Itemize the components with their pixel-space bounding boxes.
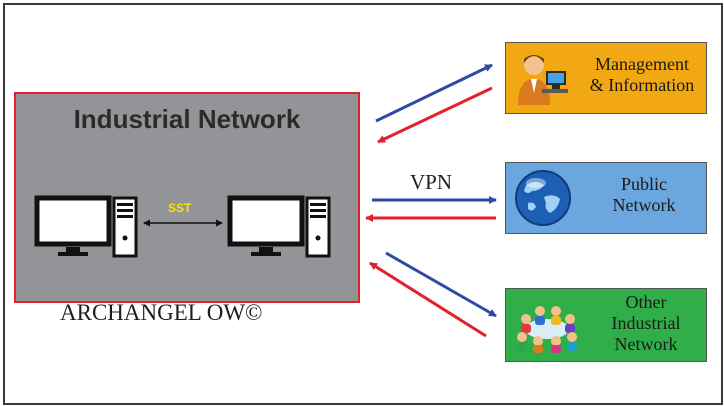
other-industrial-network-node-label: Other Industrial Network (611, 292, 681, 354)
industrial-network-box: Industrial Network SST (14, 92, 360, 303)
people-icon (517, 306, 577, 353)
computer-1-icon (34, 195, 138, 258)
industrial-network-title: Industrial Network (73, 104, 301, 134)
globe-icon (515, 170, 571, 226)
management-node: Management & Information (505, 42, 707, 114)
vpn-label: VPN (410, 170, 453, 194)
sst-label: SST (168, 201, 192, 215)
public-network-node-label: Public Network (612, 174, 676, 215)
arrow-from-other (369, 261, 487, 338)
public-network-node: Public Network (505, 162, 707, 234)
archangel-caption: ARCHANGEL OW© (60, 300, 263, 325)
arrow-to-other (385, 251, 497, 318)
computer-2-icon (227, 195, 331, 258)
arrow-to-management (375, 63, 493, 123)
manager-icon (518, 55, 568, 105)
management-node-label: Management & Information (589, 54, 695, 95)
arrow-from-management (377, 86, 493, 144)
other-industrial-network-node: Other Industrial Network (505, 288, 707, 362)
